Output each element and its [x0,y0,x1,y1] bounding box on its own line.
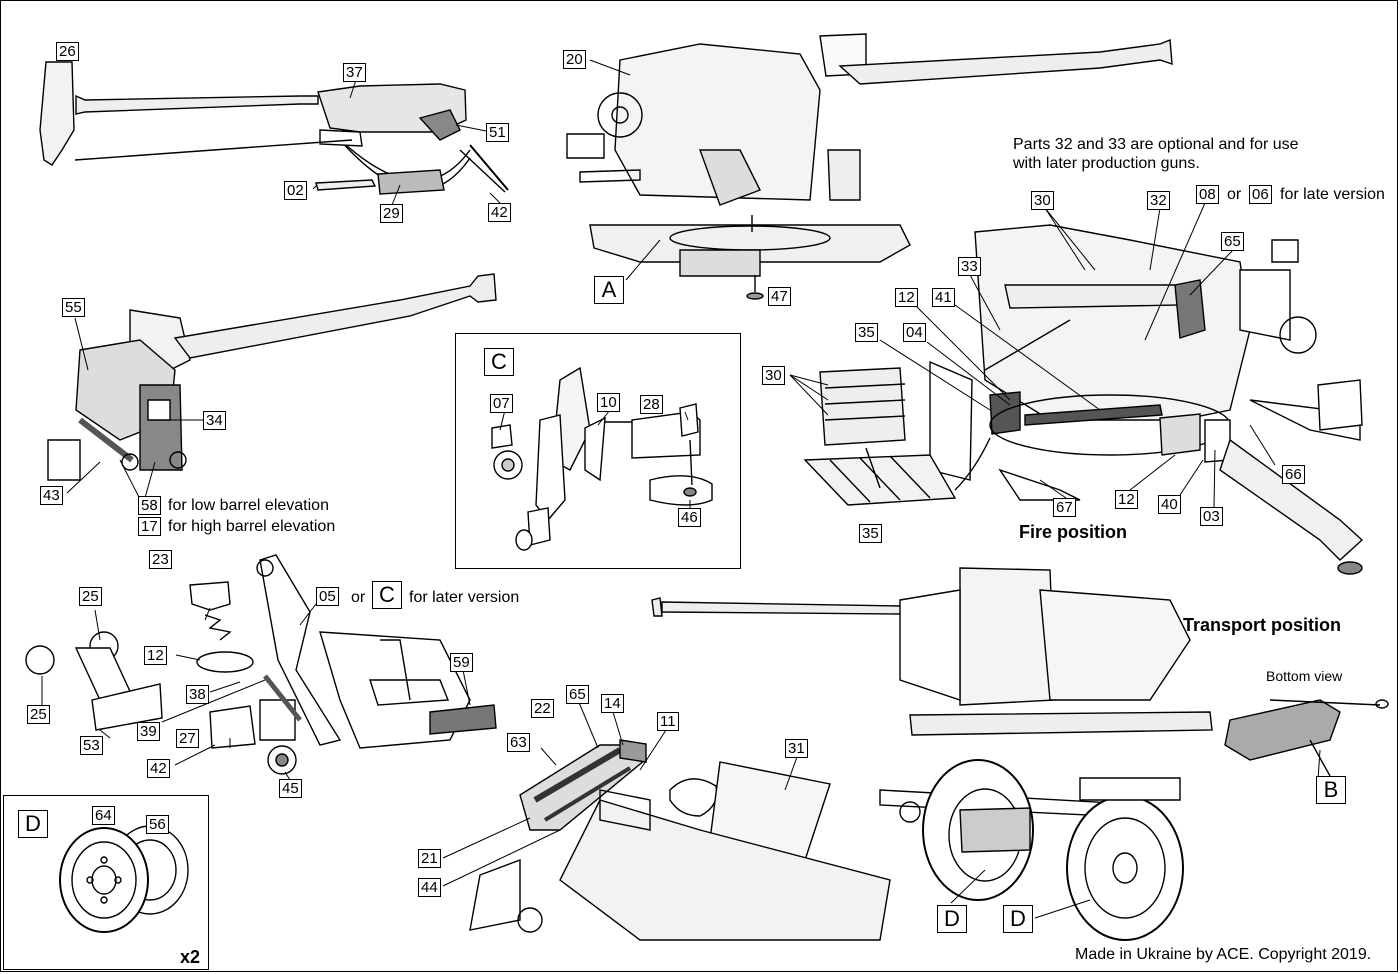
detail-label-b: B [1316,776,1346,804]
detail-box-c [455,333,741,569]
part-label-32: 32 [1147,191,1170,210]
part-label-59: 59 [450,653,473,672]
note-later-version: for later version [409,589,520,606]
part-label-45: 45 [279,779,302,798]
part-label-06: 06 [1249,185,1272,204]
part-label-04: 04 [903,323,926,342]
note-low-elevation: for low barrel elevation [168,497,329,514]
part-label-34: 34 [203,411,226,430]
part-label-20: 20 [563,50,586,69]
part-label-46: 46 [678,508,701,527]
part-label-44: 44 [418,878,441,897]
fire-position-drawing [803,224,1364,575]
part-label-39: 39 [137,722,160,741]
step-label-a: A [594,276,624,304]
part-label-51: 51 [486,123,509,142]
part-label-12-b: 12 [1115,490,1138,509]
part-label-03: 03 [1200,507,1223,526]
note-late-version: for late version [1280,186,1385,203]
transport-position-drawing [651,567,1389,941]
part-label-12: 12 [895,288,918,307]
part-label-41: 41 [932,288,955,307]
part-label-40: 40 [1158,495,1181,514]
note-or-2: or [351,589,366,606]
part-label-07: 07 [490,394,513,413]
part-label-28: 28 [640,395,663,414]
part-label-25-b: 25 [27,705,50,724]
part-label-27: 27 [176,729,199,748]
part-label-56: 56 [146,815,169,834]
part-label-26: 26 [56,42,79,61]
part-label-65-b: 65 [566,685,589,704]
part-label-21: 21 [418,849,441,868]
wheel-drawing [59,825,189,933]
part-label-38: 38 [186,685,209,704]
leader-lines [41,59,1321,919]
part-label-11: 11 [657,712,679,731]
part-label-42-b: 42 [147,759,170,778]
part-label-63: 63 [507,733,530,752]
part-label-25: 25 [79,587,102,606]
part-label-29: 29 [380,204,403,223]
note-optional-line2: with later production guns. [1013,155,1200,172]
part-label-35-crate: 35 [859,524,882,543]
part-label-37: 37 [343,63,366,82]
part-label-55: 55 [62,298,85,317]
barrel-assembly-drawing [39,61,509,195]
part-label-12-c: 12 [144,646,167,665]
note-or-1: or [1227,186,1242,203]
part-label-10: 10 [597,393,620,412]
part-label-66: 66 [1282,465,1305,484]
note-high-elevation: for high barrel elevation [168,518,336,535]
note-optional-line1: Parts 32 and 33 are optional and for use [1013,136,1299,153]
part-label-47: 47 [768,287,791,306]
gun-left-view-drawing [47,273,497,481]
caption-bottom-view: Bottom view [1266,668,1343,684]
copyright-text: Made in Ukraine by ACE. Copyright 2019. [1075,946,1372,963]
part-label-35: 35 [855,323,878,342]
part-label-64: 64 [92,806,115,825]
detail-box-d [3,795,209,970]
caption-fire-position: Fire position [1019,522,1127,542]
cradle-assembly-drawing [25,554,497,775]
caption-transport-position: Transport position [1183,615,1342,635]
detail-label-d: D [18,810,48,838]
part-label-30: 30 [1031,191,1054,210]
part-label-05: 05 [316,587,339,606]
part-label-23: 23 [149,550,172,569]
breech-assembly-drawing [469,739,891,941]
part-label-42: 42 [488,203,511,222]
part-label-58: 58 [138,496,161,515]
part-label-17: 17 [138,517,161,536]
part-label-33: 33 [958,257,981,276]
part-label-22: 22 [531,699,554,718]
part-label-43: 43 [40,486,63,505]
mount-platform-drawing [566,33,1173,300]
part-label-65: 65 [1221,232,1244,251]
part-label-67: 67 [1053,498,1076,517]
detail-label-d-left: D [937,905,967,933]
part-label-02: 02 [284,181,307,200]
box-c-parts-drawing [491,366,713,551]
part-label-08: 08 [1196,185,1219,204]
part-label-31: 31 [785,739,808,758]
detail-label-c: C [484,348,514,376]
detail-label-d-right: D [1003,905,1033,933]
quantity-x2: x2 [180,947,201,967]
part-label-53: 53 [80,736,103,755]
part-label-30-ammo: 30 [762,366,785,385]
detail-label-c-ref: C [372,581,402,609]
part-label-14: 14 [601,694,624,713]
